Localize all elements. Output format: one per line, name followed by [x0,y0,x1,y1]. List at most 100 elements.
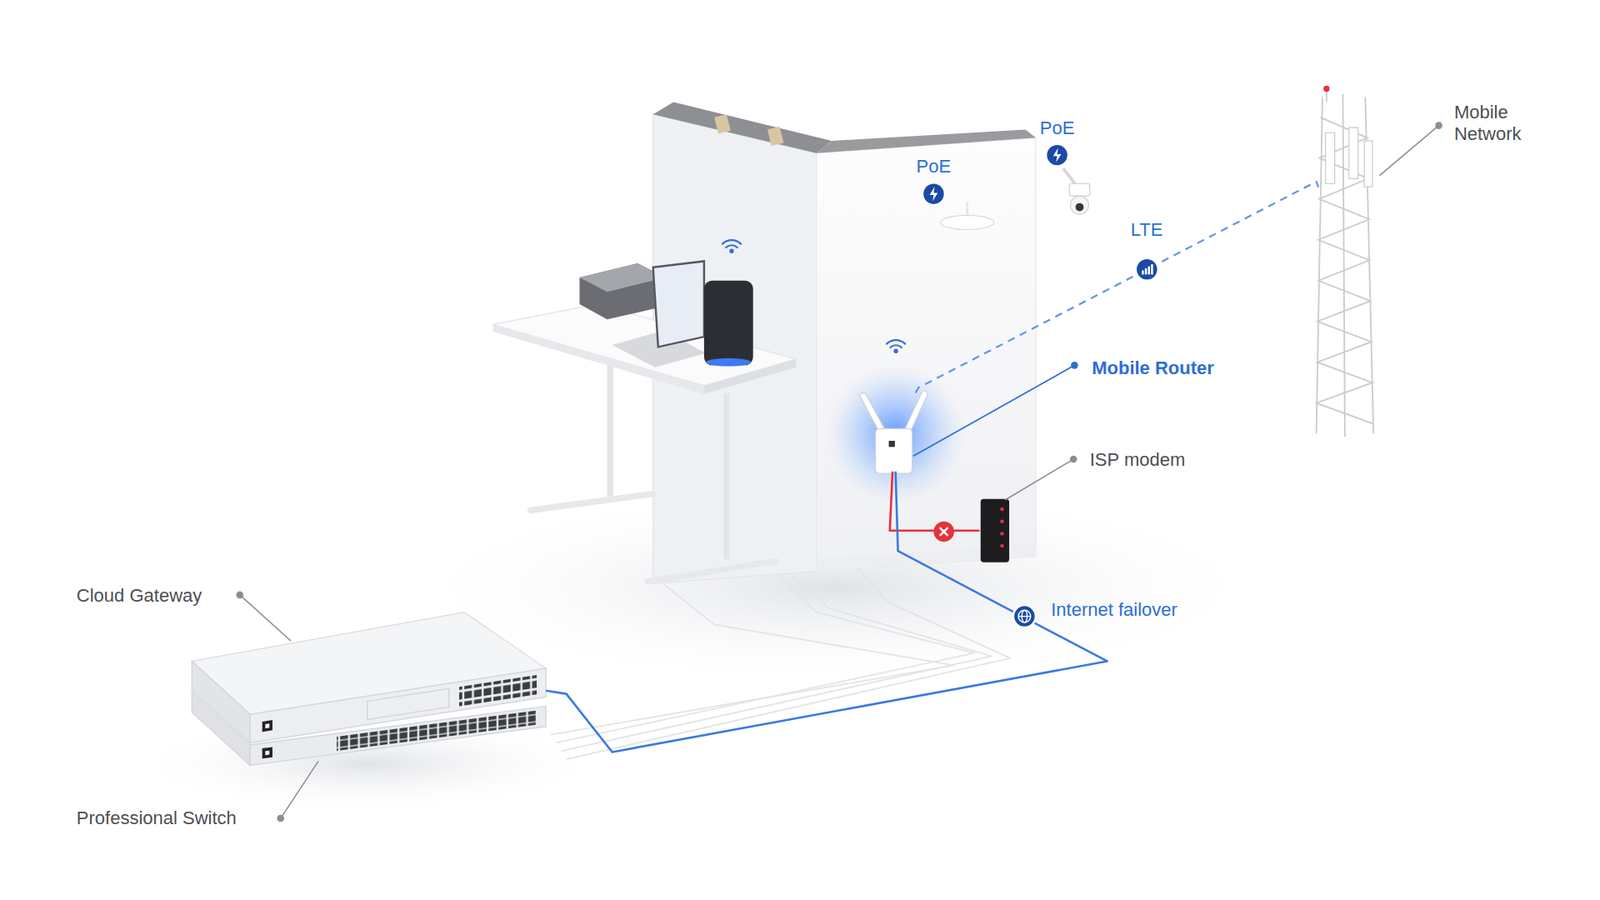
connector-label: Internet failover [1050,599,1178,621]
modem-led [1000,544,1004,548]
desk-leg [723,392,730,560]
wall-stud [767,126,785,146]
switch-node: Professional Switch [191,714,546,768]
mobile-router-node: Mobile Router [865,392,924,471]
gateway-ports [459,675,537,707]
wifi-arc [722,240,741,244]
router-antenna [863,395,884,434]
poe-icon [1045,144,1069,167]
poe-bolt [1053,148,1062,163]
wifi-arc [890,345,901,348]
router-antenna [905,394,925,435]
desk-leg [607,351,614,502]
poe-circle [922,182,945,205]
cell-tower-node: Mobile Network [1318,86,1373,434]
modem-body [980,499,1010,563]
leader-dot [1070,361,1079,370]
leader-line [240,595,291,641]
tower-rail [1342,94,1345,437]
device-label: Mobile Router [1091,357,1316,380]
wifi-arc [725,245,737,248]
leader-dot [1435,121,1443,130]
device-light [705,358,751,367]
leader-dot [276,815,285,823]
modem-led [1000,531,1004,535]
cell-tower [1316,90,1375,437]
failover-link [545,471,1107,753]
tower-rail [1316,96,1323,434]
lte-circle [1135,258,1159,281]
leader-line [280,760,319,819]
modem-led [1000,507,1004,511]
laptop-screen [653,260,705,347]
rack-shadow [122,714,613,813]
gateway-node: Cloud Gateway [191,610,546,715]
ap-mount [966,201,969,215]
desk-foot [530,494,654,511]
poe-circle [1045,144,1069,167]
power-icon [262,720,273,732]
wall-insulation [816,130,1036,154]
wall-front [816,137,1036,571]
tower-bracing [1316,117,1373,424]
wifi-arc [886,340,905,344]
device-label: Cloud Gateway [76,585,312,607]
desk-foot [648,560,776,581]
globe-icon [1013,605,1036,628]
power-icon-mark [265,723,270,729]
lte-icon [1135,258,1159,281]
drive-bay [367,688,450,720]
wall-insulation [653,101,832,153]
modem-node: ISP modem [980,498,1011,564]
wifi-dot [730,250,733,253]
leader-dot [1070,455,1078,464]
camera-lens [1075,203,1085,212]
signal-bar [1145,268,1147,275]
wifi-icon [886,340,905,353]
poe-bolt [930,186,939,201]
leader-line [1380,125,1440,176]
poe-label: PoE [916,155,952,178]
camera-mount [1063,168,1077,186]
leader-dot [235,591,244,600]
floor-cables [550,567,1010,760]
wall-stud [714,114,731,134]
wifi-icon [722,240,741,253]
wifi-device [704,280,754,366]
gateway-side [191,660,250,743]
device-label: ISP modem [1090,449,1295,471]
modem-link [890,471,980,531]
lte-link [915,181,1319,393]
failure-cross [940,527,949,536]
overlay-scene [933,258,1158,628]
connector-label: LTE [1130,219,1164,241]
floor-cable [566,567,1011,760]
camera-dome [1070,195,1089,215]
tower-antenna [1364,140,1373,187]
device-label: Mobile Network [1454,101,1567,145]
device-label: Professional Switch [76,807,353,830]
camera-body [1069,183,1090,196]
signal-bar [1148,266,1150,275]
gateway-front [250,668,546,743]
floor-cable [550,583,955,735]
globe-outline [1018,610,1031,623]
wifi-dot [895,350,898,353]
router-logo [889,440,895,447]
router-antenna [863,395,884,434]
failure-mark [933,521,954,542]
signal-bar [1150,264,1153,275]
access-point [940,215,995,230]
poe-label: PoE [1040,117,1075,140]
gateway-face [250,668,546,743]
globe-circle [1013,605,1036,628]
tower-antenna [1325,132,1335,184]
modem-led [1000,520,1004,524]
power-icon-mark [265,750,270,756]
router-body [875,428,913,474]
power-icon [262,746,273,759]
router-antenna [905,394,925,435]
